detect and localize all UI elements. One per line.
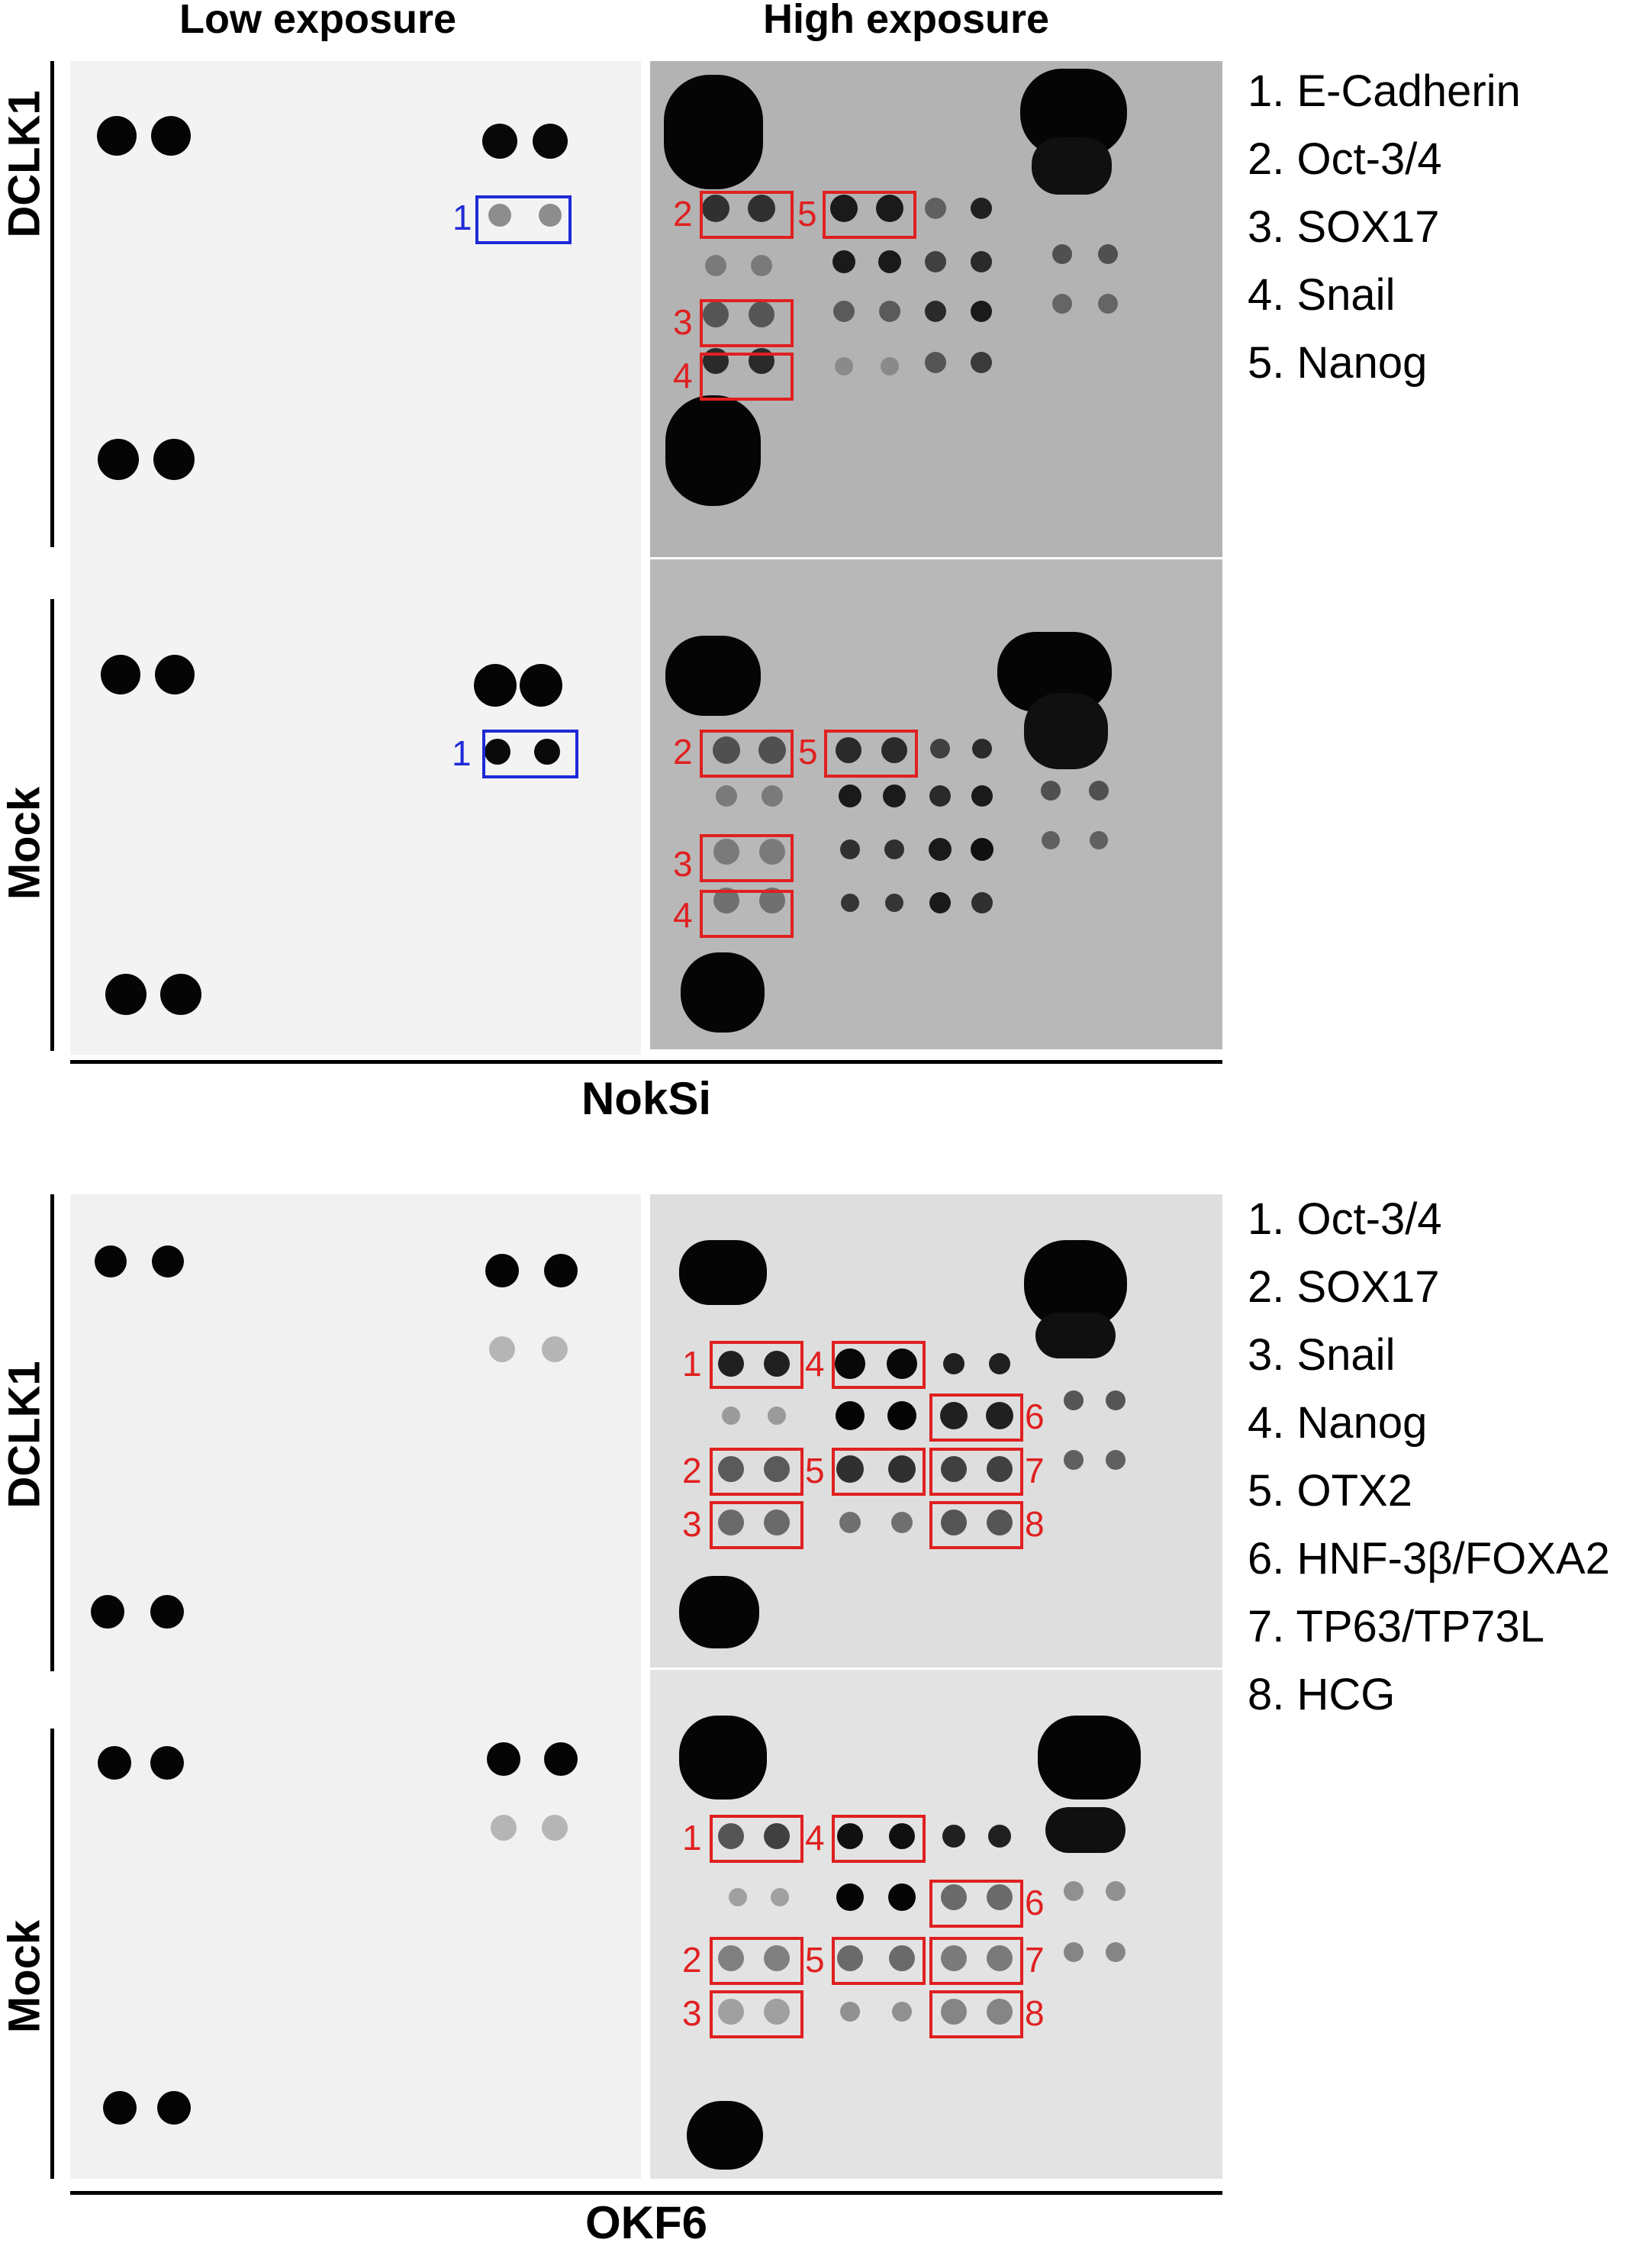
blot-okf6-high-exposure-dclk1: [650, 1194, 1222, 1667]
box-label-noksi-mock-high-3: 3: [673, 844, 693, 884]
blot-noksi-low-exposure: [70, 61, 641, 1055]
row-label-okf6-mock: Mock: [0, 1919, 50, 2034]
box-label-okf6-dclk1-high-4: 4: [805, 1344, 825, 1384]
underline-noksi: [70, 1060, 1222, 1064]
box-label-okf6-mock-high-2: 2: [682, 1940, 702, 1980]
blot-noksi-high-exposure-mock: [650, 559, 1222, 1049]
box-noksi-dclk1-high-5: [823, 191, 916, 239]
row-label-noksi-mock: Mock: [0, 786, 50, 901]
box-okf6-mock-high-2: [710, 1937, 803, 1985]
box-label-noksi-mock-high-5: 5: [798, 732, 818, 772]
column-header-low-exposure: Low exposure: [179, 0, 457, 42]
row-label-okf6-dclk1: DCLK1: [0, 1361, 50, 1509]
blot-okf6-high-exposure-mock: [650, 1670, 1222, 2179]
box-label-okf6-mock-high-8: 8: [1025, 1993, 1045, 2033]
box-noksi-dclk1-high-3: [700, 299, 794, 347]
box-label-okf6-dclk1-high-2: 2: [682, 1451, 702, 1490]
column-header-high-exposure: High exposure: [763, 0, 1050, 42]
legend-item: 2. SOX17: [1248, 1262, 1440, 1312]
legend-item: 6. HNF-3β/FOXA2: [1248, 1534, 1610, 1584]
box-noksi-dclk1-low-1: [475, 195, 572, 244]
box-label-okf6-mock-high-4: 4: [805, 1818, 825, 1858]
legend-okf6: 1. Oct-3/4 2. SOX17 3. Snail 4. Nanog 5.…: [1248, 1185, 1610, 1729]
underline-okf6: [70, 2191, 1222, 2195]
legend-item: 5. OTX2: [1248, 1466, 1412, 1516]
legend-item: 3. Snail: [1248, 1330, 1396, 1380]
cell-line-label-okf6: OKF6: [584, 2197, 708, 2248]
cell-line-label-noksi: NokSi: [581, 1073, 712, 1124]
box-noksi-dclk1-high-2: [700, 191, 794, 239]
legend-item: 8. HCG: [1248, 1670, 1396, 1719]
box-okf6-dclk1-high-3: [710, 1501, 803, 1549]
box-okf6-dclk1-high-4: [832, 1341, 926, 1389]
box-noksi-mock-high-4: [700, 890, 794, 938]
box-okf6-dclk1-high-2: [710, 1448, 803, 1496]
row-label-noksi-dclk1: DCLK1: [0, 90, 50, 238]
box-okf6-dclk1-high-6: [929, 1394, 1023, 1442]
legend-item: 4. Nanog: [1248, 1398, 1428, 1448]
box-label-okf6-dclk1-high-3: 3: [682, 1504, 702, 1544]
box-label-okf6-dclk1-high-5: 5: [805, 1451, 825, 1490]
box-label-noksi-mock-high-2: 2: [673, 732, 693, 772]
legend-item: 1. Oct-3/4: [1248, 1194, 1442, 1244]
box-okf6-dclk1-high-8: [929, 1501, 1023, 1549]
box-label-okf6-dclk1-high-8: 8: [1025, 1504, 1045, 1544]
box-label-okf6-dclk1-high-1: 1: [682, 1344, 702, 1384]
box-label-noksi-dclk1-high-4: 4: [673, 356, 693, 395]
box-label-noksi-dclk1-high-5: 5: [797, 194, 817, 234]
box-label-okf6-mock-high-7: 7: [1025, 1940, 1045, 1980]
box-okf6-dclk1-high-1: [710, 1341, 803, 1389]
legend-item: 5. Nanog: [1248, 338, 1428, 388]
legend-noksi: 1. E-Cadherin 2. Oct-3/4 3. SOX17 4. Sna…: [1248, 57, 1521, 397]
box-noksi-mock-high-5: [824, 730, 918, 778]
blot-noksi-high-exposure-dclk1: [650, 61, 1222, 557]
box-okf6-mock-high-1: [710, 1815, 803, 1863]
box-label-okf6-dclk1-high-6: 6: [1025, 1397, 1045, 1436]
box-okf6-dclk1-high-5: [832, 1448, 926, 1496]
box-okf6-dclk1-high-7: [929, 1448, 1023, 1496]
box-label-noksi-dclk1-high-2: 2: [673, 194, 693, 234]
box-okf6-mock-high-8: [929, 1990, 1023, 2038]
row-bracket-okf6-mock: [50, 1729, 54, 2179]
box-label-okf6-mock-high-6: 6: [1025, 1883, 1045, 1922]
box-noksi-mock-low-1: [482, 730, 578, 778]
box-noksi-mock-high-2: [700, 730, 794, 778]
blot-okf6-low-exposure: [70, 1194, 641, 2179]
box-label-okf6-mock-high-5: 5: [805, 1940, 825, 1980]
box-okf6-mock-high-4: [832, 1815, 926, 1863]
row-bracket-noksi-dclk1: [50, 61, 54, 547]
box-label-noksi-mock-high-4: 4: [673, 895, 693, 935]
box-noksi-mock-high-3: [700, 834, 794, 882]
row-bracket-okf6-dclk1: [50, 1194, 54, 1671]
legend-item: 7. TP63/TP73L: [1248, 1602, 1545, 1651]
box-label-okf6-mock-high-1: 1: [682, 1818, 702, 1858]
box-okf6-mock-high-6: [929, 1880, 1023, 1928]
box-okf6-mock-high-5: [832, 1937, 926, 1985]
legend-item: 3. SOX17: [1248, 202, 1440, 252]
box-okf6-mock-high-3: [710, 1990, 803, 2038]
box-okf6-mock-high-7: [929, 1937, 1023, 1985]
box-noksi-dclk1-high-4: [700, 353, 794, 401]
box-label-noksi-mock-low-1: 1: [452, 733, 472, 773]
legend-item: 1. E-Cadherin: [1248, 66, 1521, 116]
box-label-noksi-dclk1-high-3: 3: [673, 302, 693, 342]
box-label-okf6-mock-high-3: 3: [682, 1993, 702, 2033]
legend-item: 2. Oct-3/4: [1248, 134, 1442, 184]
row-bracket-noksi-mock: [50, 599, 54, 1051]
legend-item: 4. Snail: [1248, 270, 1396, 320]
box-label-noksi-dclk1-low-1: 1: [452, 198, 472, 237]
box-label-okf6-dclk1-high-7: 7: [1025, 1451, 1045, 1490]
